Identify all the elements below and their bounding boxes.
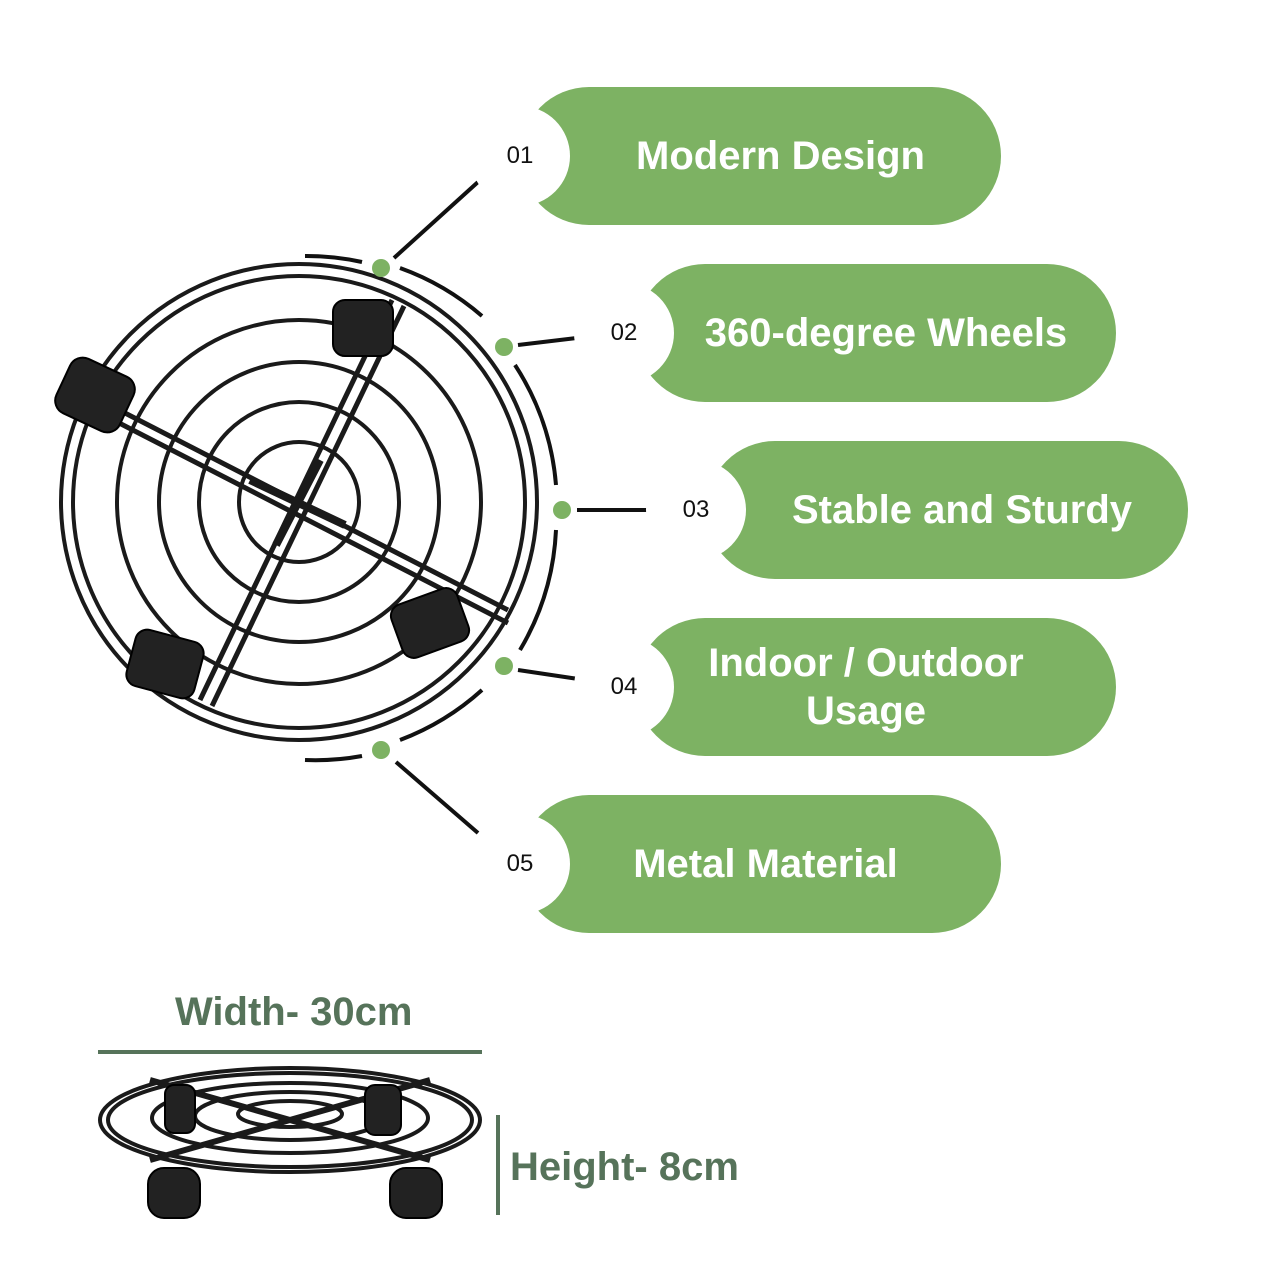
height-label: Height- 8cm [510,1145,739,1189]
feature-number-badge: 01 [470,106,570,206]
caster-wheels-top [54,299,471,700]
callout-dots [372,259,571,759]
feature-number-badge: 02 [574,283,674,383]
feature-number: 01 [506,141,534,169]
feature-number: 02 [610,318,638,346]
feature-pill-5: 05 Metal Material [470,795,1001,933]
feature-number-badge: 03 [646,460,746,560]
feature-pill-4: 04 Indoor / Outdoor Usage [574,618,1116,756]
feature-label: 360-degree Wheels [704,311,1068,355]
feature-number: 05 [506,849,534,877]
feature-label: Stable and Sturdy [791,488,1133,532]
guide-arcs [304,253,558,763]
feature-label: Indoor / Outdoor Usage [708,641,1024,733]
feature-number-badge: 04 [574,637,674,737]
feature-label: Metal Material [633,842,898,886]
feature-label: Modern Design [636,134,925,178]
callout-lines [392,180,655,835]
feature-pill-3: 03 Stable and Sturdy [646,441,1188,579]
feature-pill-2: 02 360-degree Wheels [574,264,1116,402]
feature-number-badge: 05 [470,814,570,914]
feature-number: 03 [682,495,710,523]
width-label: Width- 30cm [175,990,413,1034]
plant-caddy-side-view [98,1050,500,1219]
feature-pill-1: 01 Modern Design [470,87,1001,225]
feature-number: 04 [610,672,638,700]
plant-caddy-top-view [59,262,539,742]
